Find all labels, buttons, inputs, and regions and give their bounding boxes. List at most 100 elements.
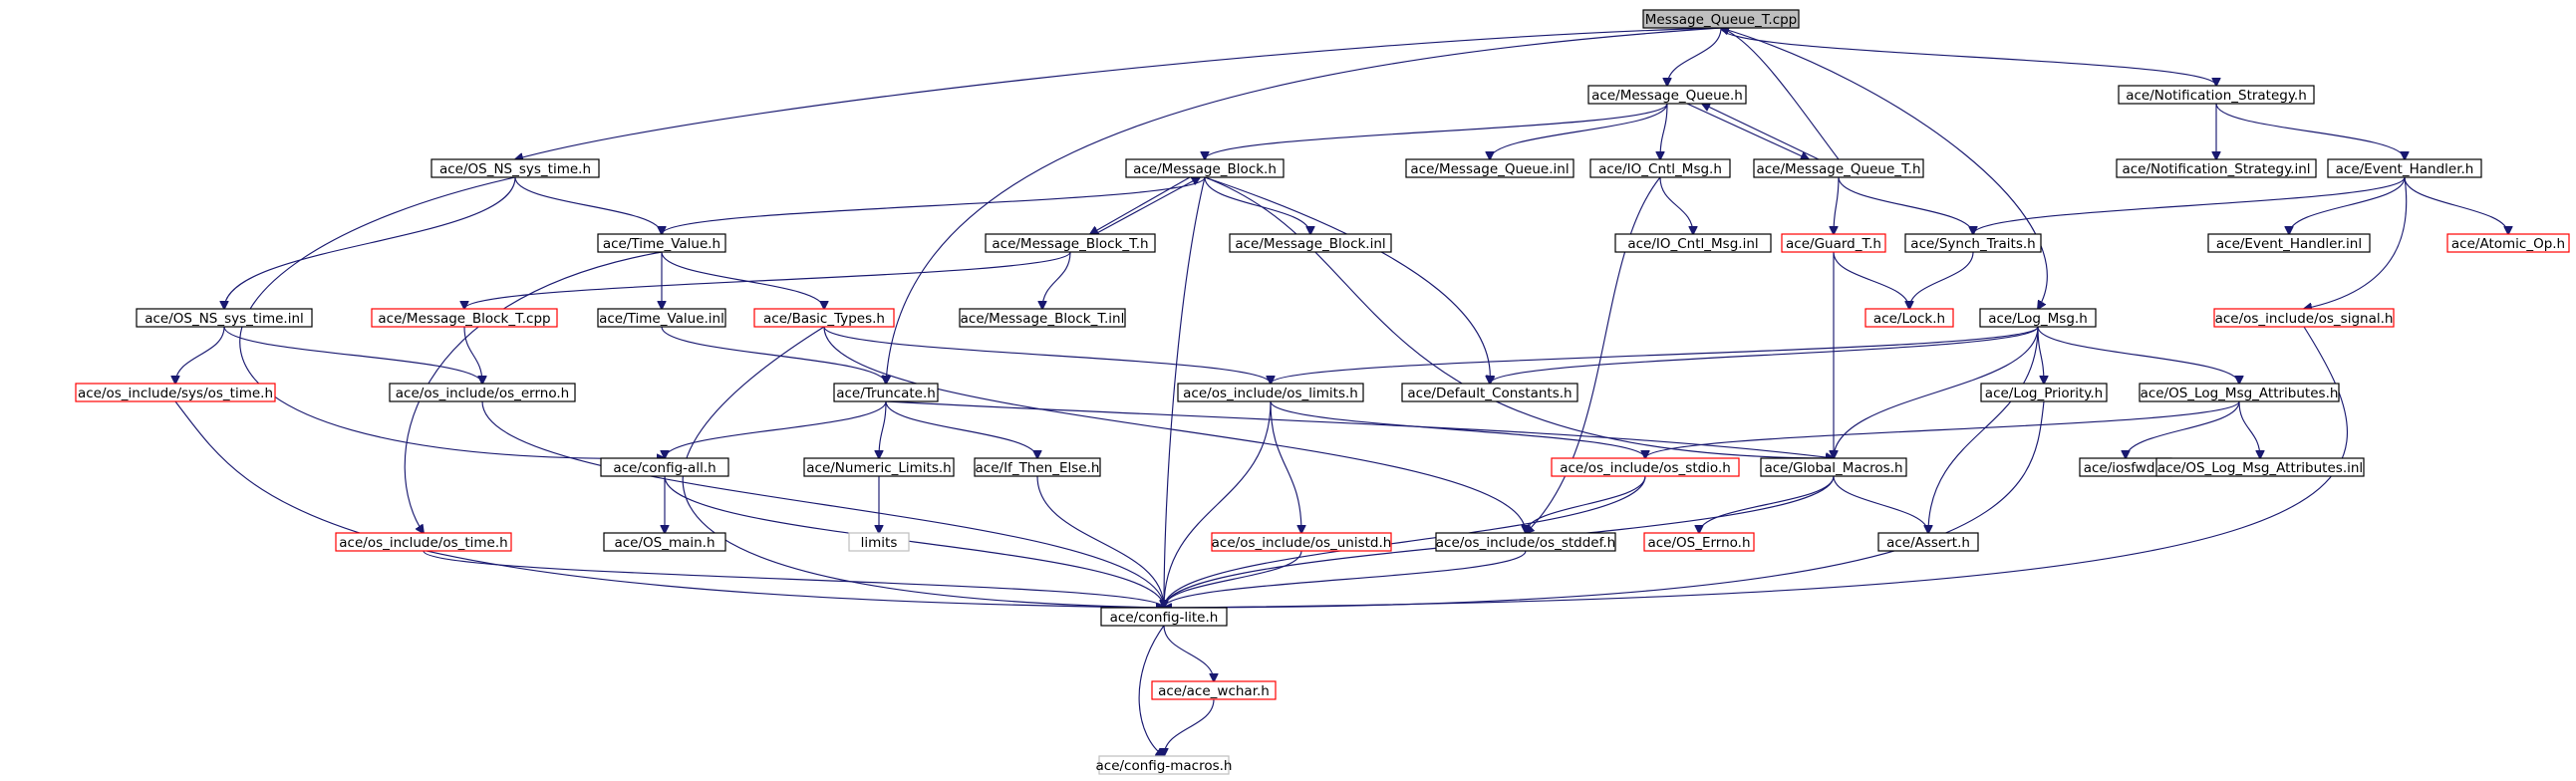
edge-synch_h-to-lock_h: [1909, 251, 1974, 309]
node-synch-h[interactable]: ace/Synch_Traits.h: [1904, 233, 2042, 253]
node-truncate-h[interactable]: ace/Truncate.h: [833, 383, 939, 402]
node-label: ace/Message_Block_T.inl: [961, 311, 1125, 327]
node-os-time-h[interactable]: ace/os_include/os_time.h: [335, 532, 512, 552]
node-os-log-msg-attr-h[interactable]: ace/OS_Log_Msg_Attributes.h: [2139, 383, 2340, 402]
node-root[interactable]: Message_Queue_T.cpp: [1642, 9, 1800, 29]
edge-eh_h-to-synch_h: [1973, 176, 2406, 234]
node-label: ace/Message_Queue_T.h: [1756, 161, 1920, 177]
node-ns-inl[interactable]: ace/Notification_Strategy.inl: [2116, 158, 2317, 178]
node-label: ace/Message_Block.h: [1133, 161, 1277, 177]
node-atomic-h[interactable]: ace/Atomic_Op.h: [2446, 233, 2570, 253]
node-os-limits-h[interactable]: ace/os_include/os_limits.h: [1177, 383, 1364, 402]
edge-os_unistd_h-to-config_lite_h: [1164, 550, 1302, 608]
node-default-constants-h[interactable]: ace/Default_Constants.h: [1401, 383, 1578, 402]
node-eh-inl[interactable]: ace/Event_Handler.inl: [2207, 233, 2371, 253]
edge-truncate_h-to-if_then_else_h: [885, 400, 1037, 458]
node-box: [1979, 308, 2097, 328]
node-box: [1904, 233, 2042, 253]
node-label: ace/os_include/os_errno.h: [396, 386, 569, 401]
node-eh-h[interactable]: ace/Event_Handler.h: [2327, 158, 2482, 178]
edge-tv_h-to-basic_types_h: [661, 251, 824, 309]
node-label: ace/os_include/os_stdio.h: [1560, 460, 1731, 476]
node-config-all-h[interactable]: ace/config-all.h: [600, 457, 729, 477]
node-label: limits: [861, 535, 898, 551]
node-if-then-else-h[interactable]: ace/If_Then_Else.h: [974, 457, 1101, 477]
edge-os_stddef_h-to-config_lite_h: [1164, 550, 1527, 608]
node-box: [1614, 233, 1772, 253]
edge-os_log_msg_attr_h-to-os_log_msg_attr_inl: [2238, 400, 2260, 458]
node-os-errno-h[interactable]: ace/os_include/os_errno.h: [389, 383, 576, 402]
node-label: ace/Lock.h: [1873, 311, 1945, 327]
node-os-stddef-h[interactable]: ace/os_include/os_stddef.h: [1435, 532, 1616, 552]
node-os-unistd-h[interactable]: ace/os_include/os_unistd.h: [1211, 532, 1392, 552]
node-label: ace/IO_Cntl_Msg.inl: [1627, 236, 1758, 252]
node-mqt-h[interactable]: ace/Message_Queue_T.h: [1753, 158, 1924, 178]
node-mq-inl[interactable]: ace/Message_Queue.inl: [1405, 158, 1574, 178]
node-numeric-limits-h[interactable]: ace/Numeric_Limits.h: [803, 457, 955, 477]
edge-os_limits_h-to-os_unistd_h: [1270, 400, 1301, 533]
node-box: [1229, 233, 1392, 253]
node-mb-inl[interactable]: ace/Message_Block.inl: [1229, 233, 1392, 253]
node-os-log-msg-attr-inl[interactable]: ace/OS_Log_Msg_Attributes.inl: [2155, 457, 2365, 477]
edge-log_msg_h-to-os_limits_h: [1271, 326, 2039, 384]
node-ace-wchar-h[interactable]: ace/ace_wchar.h: [1151, 680, 1277, 700]
node-label: ace/os_include/os_limits.h: [1183, 386, 1358, 401]
node-guard-h[interactable]: ace/Guard_T.h: [1781, 233, 1886, 253]
edge-os_ns_sys_time_h-to-os_ns_sys_time_inl: [224, 176, 516, 309]
node-os-main-h[interactable]: ace/OS_main.h: [603, 532, 726, 552]
node-label: ace/os_include/os_signal.h: [2215, 311, 2394, 327]
edge-os_stdio_h-to-os_stddef_h: [1526, 475, 1646, 533]
node-label: ace/os_include/sys/os_time.h: [78, 386, 273, 401]
node-box: [600, 457, 729, 477]
node-iosfwd-h[interactable]: ace/iosfwd.h: [2079, 457, 2172, 477]
node-label: ace/Synch_Traits.h: [1910, 236, 2035, 252]
node-lock-h[interactable]: ace/Lock.h: [1864, 308, 1954, 328]
node-global-macros-h[interactable]: ace/Global_Macros.h: [1760, 457, 1907, 477]
node-assert-h[interactable]: ace/Assert.h: [1877, 532, 1979, 552]
node-mbt-h[interactable]: ace/Message_Block_T.h: [985, 233, 1156, 253]
node-box: [1435, 532, 1616, 552]
edge-truncate_h-to-numeric_limits_h: [879, 400, 887, 458]
node-box: [1151, 680, 1277, 700]
node-box: [1864, 308, 1954, 328]
node-box: [1877, 532, 1979, 552]
node-tv-h[interactable]: ace/Time_Value.h: [597, 233, 726, 253]
node-mq-h[interactable]: ace/Message_Queue.h: [1587, 85, 1747, 105]
node-io-cntl-inl[interactable]: ace/IO_Cntl_Msg.inl: [1614, 233, 1772, 253]
node-box: [371, 308, 558, 328]
edge-config_lite_h-to-ace_wchar_h: [1163, 625, 1214, 681]
node-box: [848, 532, 910, 552]
node-os-errno-ace-h[interactable]: ace/OS_Errno.h: [1643, 532, 1755, 552]
edge-guard_h-to-lock_h: [1833, 251, 1909, 309]
node-tv-inl[interactable]: ace/Time_Value.inl: [597, 308, 726, 328]
node-box: [1211, 532, 1392, 552]
node-log-msg-h[interactable]: ace/Log_Msg.h: [1979, 308, 2097, 328]
node-basic-types-h[interactable]: ace/Basic_Types.h: [753, 308, 895, 328]
edge-mb_h-to-mbt_h: [1090, 176, 1191, 234]
node-sys-os-time-h[interactable]: ace/os_include/sys/os_time.h: [75, 383, 276, 402]
node-os-ns-sys-time-inl[interactable]: ace/OS_NS_sys_time.inl: [136, 308, 313, 328]
node-config-lite-h[interactable]: ace/config-lite.h: [1100, 607, 1228, 627]
node-os-stdio-h[interactable]: ace/os_include/os_stdio.h: [1551, 457, 1740, 477]
node-mbt-cpp[interactable]: ace/Message_Block_T.cpp: [371, 308, 558, 328]
edge-mq_h-to-mb_h: [1205, 103, 1668, 159]
edge-os_limits_h-to-config_lite_h: [1164, 400, 1272, 608]
node-os-signal-h[interactable]: ace/os_include/os_signal.h: [2213, 308, 2395, 328]
edge-os_log_msg_attr_h-to-os_stdio_h: [1645, 400, 2240, 458]
node-box: [1753, 158, 1924, 178]
node-label: ace/Message_Block_T.cpp: [378, 311, 550, 327]
node-mb-h[interactable]: ace/Message_Block.h: [1125, 158, 1285, 178]
node-mbt-inl[interactable]: ace/Message_Block_T.inl: [959, 308, 1126, 328]
edge-log_msg_h-to-default_constants_h: [1490, 326, 2039, 384]
node-label: ace/Basic_Types.h: [763, 311, 885, 327]
node-label: ace/os_include/os_stddef.h: [1436, 535, 1615, 551]
node-box: [2118, 85, 2315, 105]
node-log-priority-h[interactable]: ace/Log_Priority.h: [1980, 383, 2108, 402]
node-io-cntl-h[interactable]: ace/IO_Cntl_Msg.h: [1589, 158, 1731, 178]
node-label: ace/Event_Handler.h: [2336, 161, 2474, 177]
node-box: [1642, 9, 1800, 29]
node-ns-h[interactable]: ace/Notification_Strategy.h: [2118, 85, 2315, 105]
node-os-ns-sys-time-h[interactable]: ace/OS_NS_sys_time.h: [430, 158, 600, 178]
edge-root-to-ns_h: [1720, 27, 2216, 86]
edge-eh_h-to-eh_inl: [2289, 176, 2406, 234]
